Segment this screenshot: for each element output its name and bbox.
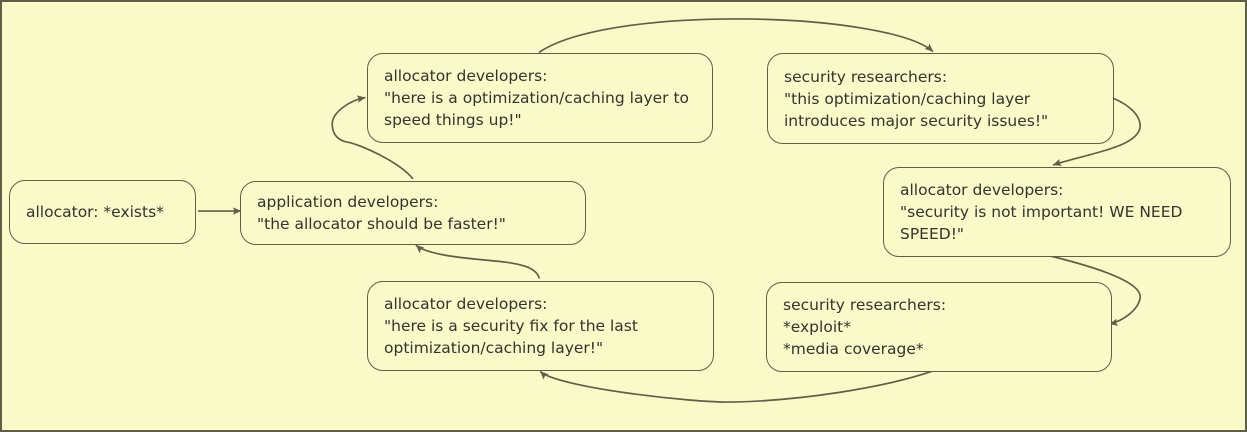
edge-fix-to-appdev [415, 244, 541, 279]
node-allocator-developers-speed: allocator developers: "security is not i… [883, 167, 1231, 257]
edge-speed-to-exploit [1050, 255, 1142, 326]
node-allocator-developers-speed-label: allocator developers: "security is not i… [900, 181, 1183, 243]
node-application-developers: application developers: "the allocator s… [240, 181, 586, 245]
edge-researchers-to-speed [1052, 95, 1142, 166]
edge-appdev-to-optimization [331, 95, 414, 180]
node-security-researchers-exploit-label: security researchers: *exploit* *media c… [783, 296, 947, 358]
node-allocator-developers-optimization-label: allocator developers: "here is a optimiz… [384, 67, 690, 129]
node-security-researchers-issues-label: security researchers: "this optimization… [784, 67, 1049, 130]
node-application-developers-label: application developers: "the allocator s… [257, 193, 506, 233]
edge-exploit-to-fix [539, 369, 935, 403]
node-allocator-exists: allocator: *exists* [9, 180, 196, 244]
node-security-researchers-issues: security researchers: "this optimization… [767, 53, 1114, 144]
node-allocator-developers-fix-label: allocator developers: "here is a securit… [384, 295, 638, 357]
node-allocator-developers-fix: allocator developers: "here is a securit… [367, 281, 714, 371]
node-allocator-developers-optimization: allocator developers: "here is a optimiz… [367, 53, 713, 143]
node-security-researchers-exploit: security researchers: *exploit* *media c… [766, 282, 1112, 372]
node-allocator-exists-label: allocator: *exists* [26, 203, 164, 221]
edge-optimization-to-researchers [538, 18, 934, 54]
